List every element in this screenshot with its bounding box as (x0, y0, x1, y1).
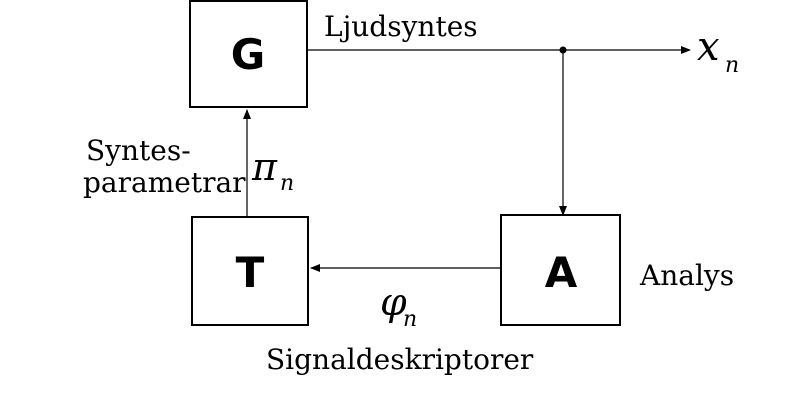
descriptors-symbol: φ n (380, 280, 417, 332)
params-symbol-base: π (251, 145, 278, 189)
transform-block: T (191, 216, 309, 326)
analysis-block-label: A (545, 248, 578, 297)
descriptors-label: Signaldeskriptorer (266, 343, 534, 376)
transform-label: T (236, 248, 265, 297)
analysis-label: Analys (639, 259, 734, 292)
generator-block: G (189, 0, 308, 108)
params-symbol: π n (251, 145, 294, 196)
synth-params-label-2: parametrar (83, 166, 246, 199)
descriptors-symbol-sub: n (403, 307, 417, 332)
synthesis-label: Ljudsyntes (324, 10, 478, 43)
analysis-block: A (500, 214, 621, 326)
synth-params-label-1: Syntes- (86, 134, 191, 167)
generator-label: G (231, 30, 265, 79)
output-symbol-sub: n (725, 53, 739, 78)
output-symbol-base: x (697, 24, 720, 70)
params-symbol-sub: n (280, 171, 294, 196)
output-symbol: x n (697, 24, 739, 78)
descriptors-symbol-base: φ (380, 280, 407, 324)
